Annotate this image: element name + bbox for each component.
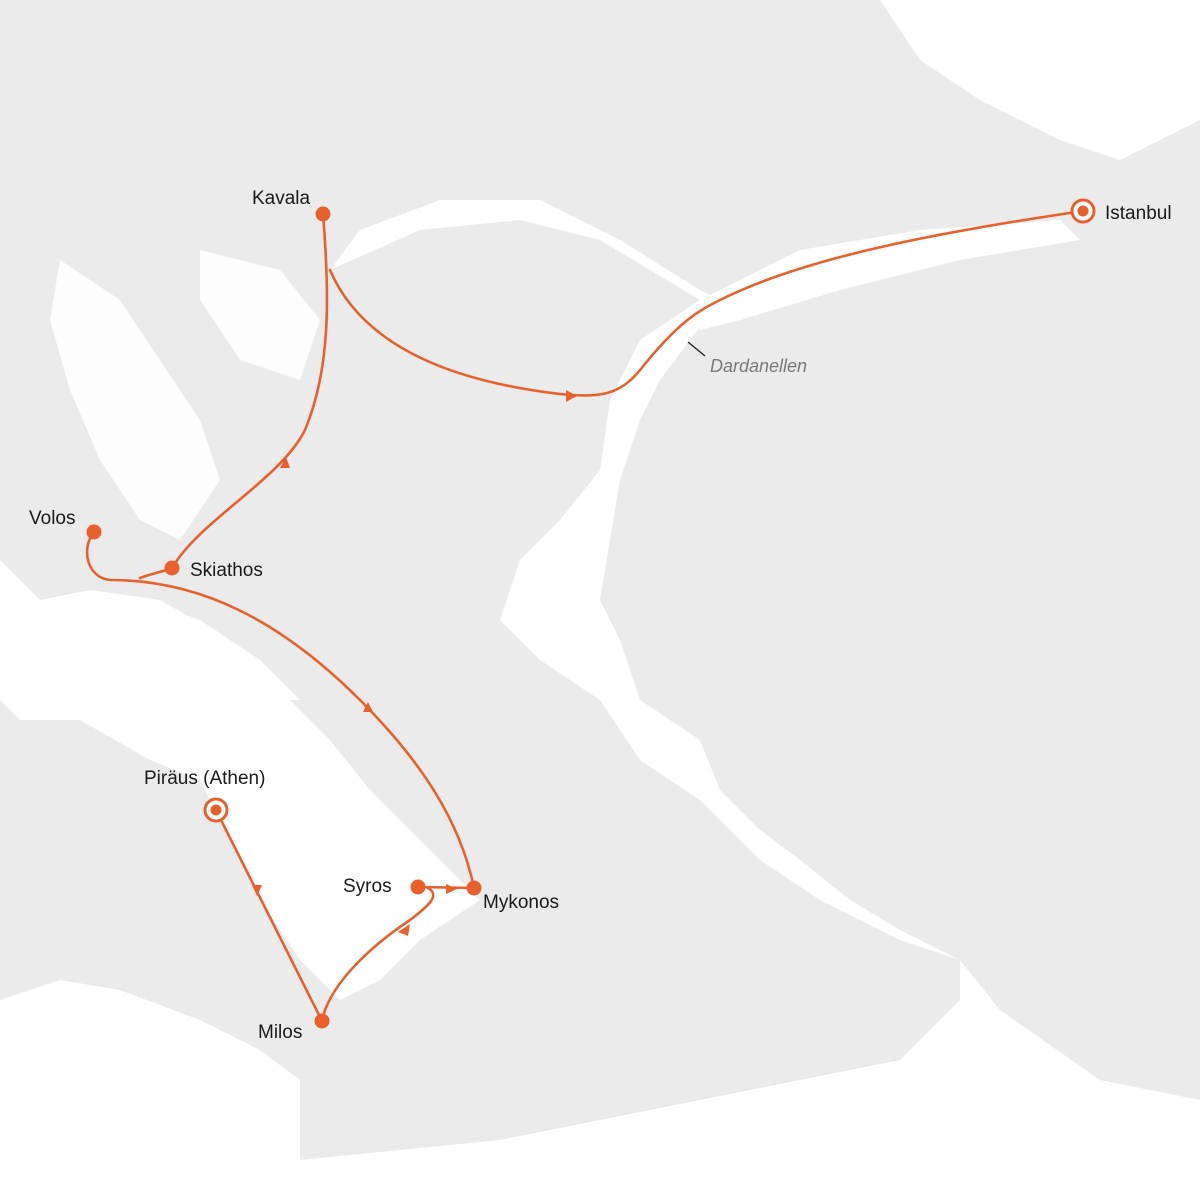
port-label-volos: Volos bbox=[29, 508, 76, 529]
port-label-mykonos: Mykonos bbox=[483, 892, 560, 913]
route-arrows bbox=[252, 390, 577, 936]
port-label-istanbul: Istanbul bbox=[1105, 203, 1172, 224]
aegean-sea bbox=[0, 560, 480, 1000]
port-markers bbox=[86, 198, 1096, 1029]
port-label-milos: Milos bbox=[258, 1022, 303, 1043]
route-lines bbox=[85, 209, 1085, 1023]
port-label-piraeus: Piräus (Athen) bbox=[144, 768, 266, 789]
port-label-kavala: Kavala bbox=[252, 188, 311, 209]
port-label-skiathos: Skiathos bbox=[190, 560, 263, 581]
annotation-dardanellen: Dardanellen bbox=[710, 356, 808, 376]
port-label-syros: Syros bbox=[343, 876, 392, 897]
dardanellen-leader bbox=[687, 341, 706, 357]
